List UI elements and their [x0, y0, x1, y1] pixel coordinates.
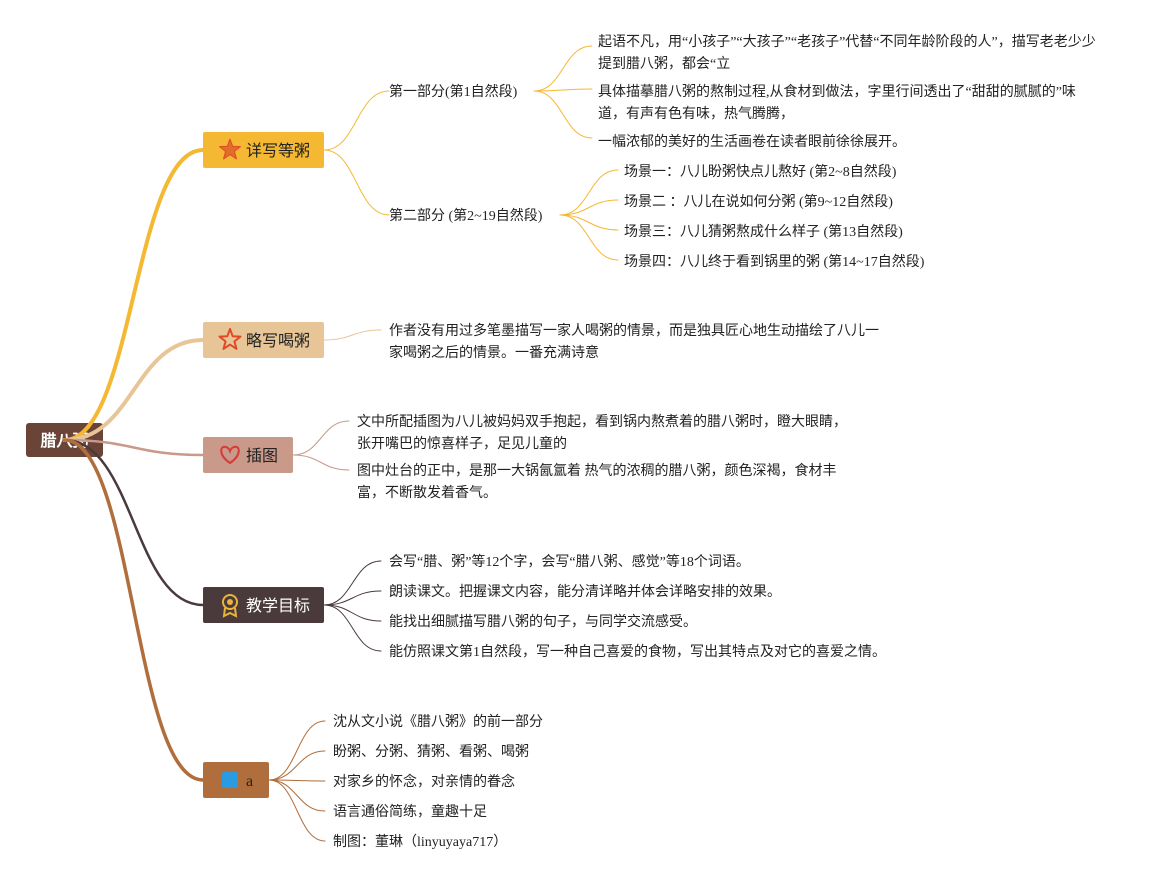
leaf-connector: [268, 720, 326, 781]
sub-topic-label[interactable]: 第一部分(第1自然段): [389, 83, 518, 100]
leaf-text: 盼粥、分粥、猜粥、看粥、喝粥: [333, 743, 529, 760]
leaf-connector: [292, 454, 350, 471]
leaf-connector: [533, 90, 593, 139]
branch-node[interactable]: 详写等粥: [203, 132, 324, 168]
leaf-text: 沈从文小说《腊八粥》的前一部分: [333, 713, 543, 730]
sub-connector: [323, 149, 390, 216]
branch-label: 教学目标: [246, 597, 310, 615]
branch-label: 略写喝粥: [246, 332, 310, 350]
leaf-text-line: 对家乡的怀念，对亲情的眷念: [333, 773, 515, 790]
leaf-text: 场景四：八儿终于看到锅里的粥 (第14~17自然段): [624, 253, 925, 270]
branch-label: 详写等粥: [246, 142, 310, 160]
leaf-text-line: 会写“腊、粥”等12个字，会写“腊八粥、感觉”等18个词语。: [389, 553, 750, 570]
branch-node[interactable]: 教学目标: [203, 587, 324, 623]
leaf-text: 文中所配插图为八儿被妈妈双手抱起，看到锅内熬煮着的腊八粥时，瞪大眼睛， 张开嘴巴的…: [357, 413, 847, 452]
leaf-text-line: 图中灶台的正中，是那一大锅氤氲着 热气的浓稠的腊八粥，颜色深褐，食材丰: [357, 462, 837, 479]
leaf-connector: [559, 169, 619, 216]
leaf-text-line: 沈从文小说《腊八粥》的前一部分: [333, 713, 543, 730]
leaf-text-line: 场景一：八儿盼粥快点儿熬好 (第2~8自然段): [624, 163, 897, 180]
branch-connector: [62, 338, 205, 442]
branch-node[interactable]: 插图: [203, 437, 293, 473]
leaf-connector: [323, 604, 382, 652]
medal-icon: [222, 594, 238, 618]
leaf-text-line: 具体描摹腊八粥的熬制过程,从食材到做法，字里行间透出了“甜甜的腻腻的”味: [598, 83, 1076, 100]
leaf-text: 朗读课文。把握课文内容，能分清详略并体会详略安排的效果。: [389, 583, 781, 600]
leaf-text: 会写“腊、粥”等12个字，会写“腊八粥、感觉”等18个词语。: [389, 553, 750, 570]
blue-square-icon: [222, 772, 238, 788]
leaf-text: 场景二 ：八儿在说如何分粥 (第9~12自然段): [624, 193, 893, 210]
leaf-connector: [533, 88, 593, 92]
leaf-text-line: 文中所配插图为八儿被妈妈双手抱起，看到锅内熬煮着的腊八粥时，瞪大眼睛，: [357, 413, 847, 430]
leaf-connector: [268, 779, 326, 812]
leaf-text-line: 一幅浓郁的美好的生活画卷在读者眼前徐徐展开。: [598, 133, 906, 150]
leaf-text: 作者没有用过多笔墨描写一家人喝粥的情景，而是独具匠心地生动描绘了八儿一家喝粥之后…: [389, 322, 879, 361]
leaf-text: 场景三：八儿猜粥熬成什么样子 (第13自然段): [624, 223, 903, 240]
leaf-text-line: 盼粥、分粥、猜粥、看粥、喝粥: [333, 743, 529, 760]
leaf-connector: [323, 604, 382, 622]
branch-node[interactable]: 略写喝粥: [203, 322, 324, 358]
branch-connector: [62, 148, 205, 442]
leaf-text: 一幅浓郁的美好的生活画卷在读者眼前徐徐展开。: [598, 133, 906, 150]
leaf-text-line: 场景二 ：八儿在说如何分粥 (第9~12自然段): [624, 193, 893, 210]
leaf-text-line: 提到腊八粥，都会“立: [598, 55, 730, 72]
branch-connector: [63, 438, 205, 607]
leaf-text: 图中灶台的正中，是那一大锅氤氲着 热气的浓稠的腊八粥，颜色深褐，食材丰富，不断散…: [357, 462, 837, 501]
leaf-text: 具体描摹腊八粥的熬制过程,从食材到做法，字里行间透出了“甜甜的腻腻的”味道，有声…: [598, 83, 1076, 122]
leaf-connector: [533, 45, 593, 92]
leaf-connector: [323, 329, 382, 341]
leaf-text: 语言通俗简练，童趣十足: [333, 803, 487, 820]
star-outline-icon: [218, 328, 242, 350]
leaf-text: 能仿照课文第1自然段，写一种自己喜爱的食物，写出其特点及对它的喜爱之情。: [389, 643, 886, 660]
leaf-text-line: 语言通俗简练，童趣十足: [333, 803, 487, 820]
leaf-text-line: 作者没有用过多笔墨描写一家人喝粥的情景，而是独具匠心地生动描绘了八儿一: [389, 322, 879, 339]
leaf-text-line: 起语不凡，用“小孩子”“大孩子”“老孩子”代替“不同年龄阶段的人”，描写老老少少: [598, 34, 1096, 50]
sub-connector: [323, 90, 390, 151]
leaf-connector: [323, 590, 382, 606]
leaf-text: 能找出细腻描写腊八粥的句子，与同学交流感受。: [389, 613, 697, 630]
leaf-text: 对家乡的怀念，对亲情的眷念: [333, 773, 515, 790]
leaf-connector: [268, 779, 326, 782]
leaf-text: 制图：董琳（linyuyaya717）: [333, 834, 507, 850]
leaf-text-line: 张开嘴巴的惊喜样子，足见儿童的: [357, 435, 567, 452]
leaf-connector: [559, 214, 619, 231]
leaf-text-line: 制图：董琳（linyuyaya717）: [333, 834, 507, 850]
branch-label: 插图: [246, 447, 278, 465]
leaf-text-line: 朗读课文。把握课文内容，能分清详略并体会详略安排的效果。: [389, 583, 781, 600]
leaf-connector: [559, 199, 619, 216]
leaf-text: 场景一：八儿盼粥快点儿熬好 (第2~8自然段): [624, 163, 897, 180]
branch-node[interactable]: a: [203, 762, 269, 798]
leaf-connector: [268, 779, 326, 842]
branch-connector: [63, 438, 205, 457]
leaf-connector: [559, 214, 619, 261]
branch-connector: [62, 438, 205, 782]
leaf-text-line: 场景三：八儿猜粥熬成什么样子 (第13自然段): [624, 223, 903, 240]
heart-icon: [220, 445, 240, 465]
leaf-text-line: 能仿照课文第1自然段，写一种自己喜爱的食物，写出其特点及对它的喜爱之情。: [389, 643, 886, 660]
leaf-text-line: 道，有声有色有味，热气腾腾，: [598, 105, 794, 122]
leaf-connector: [292, 420, 350, 456]
branch-label: a: [246, 773, 253, 790]
leaf-text: 起语不凡，用“小孩子”“大孩子”“老孩子”代替“不同年龄阶段的人”，描写老老少少…: [598, 34, 1096, 72]
star-solid-icon: [219, 138, 241, 160]
leaf-text-line: 能找出细腻描写腊八粥的句子，与同学交流感受。: [389, 613, 697, 630]
sub-topic-label[interactable]: 第二部分 (第2~19自然段): [389, 207, 543, 224]
leaf-connector: [323, 560, 382, 606]
leaf-connector: [268, 750, 326, 781]
leaf-text-line: 场景四：八儿终于看到锅里的粥 (第14~17自然段): [624, 253, 925, 270]
leaf-text-line: 富，不断散发着香气。: [357, 484, 497, 501]
leaf-text-line: 家喝粥之后的情景。一番充满诗意: [389, 344, 599, 361]
